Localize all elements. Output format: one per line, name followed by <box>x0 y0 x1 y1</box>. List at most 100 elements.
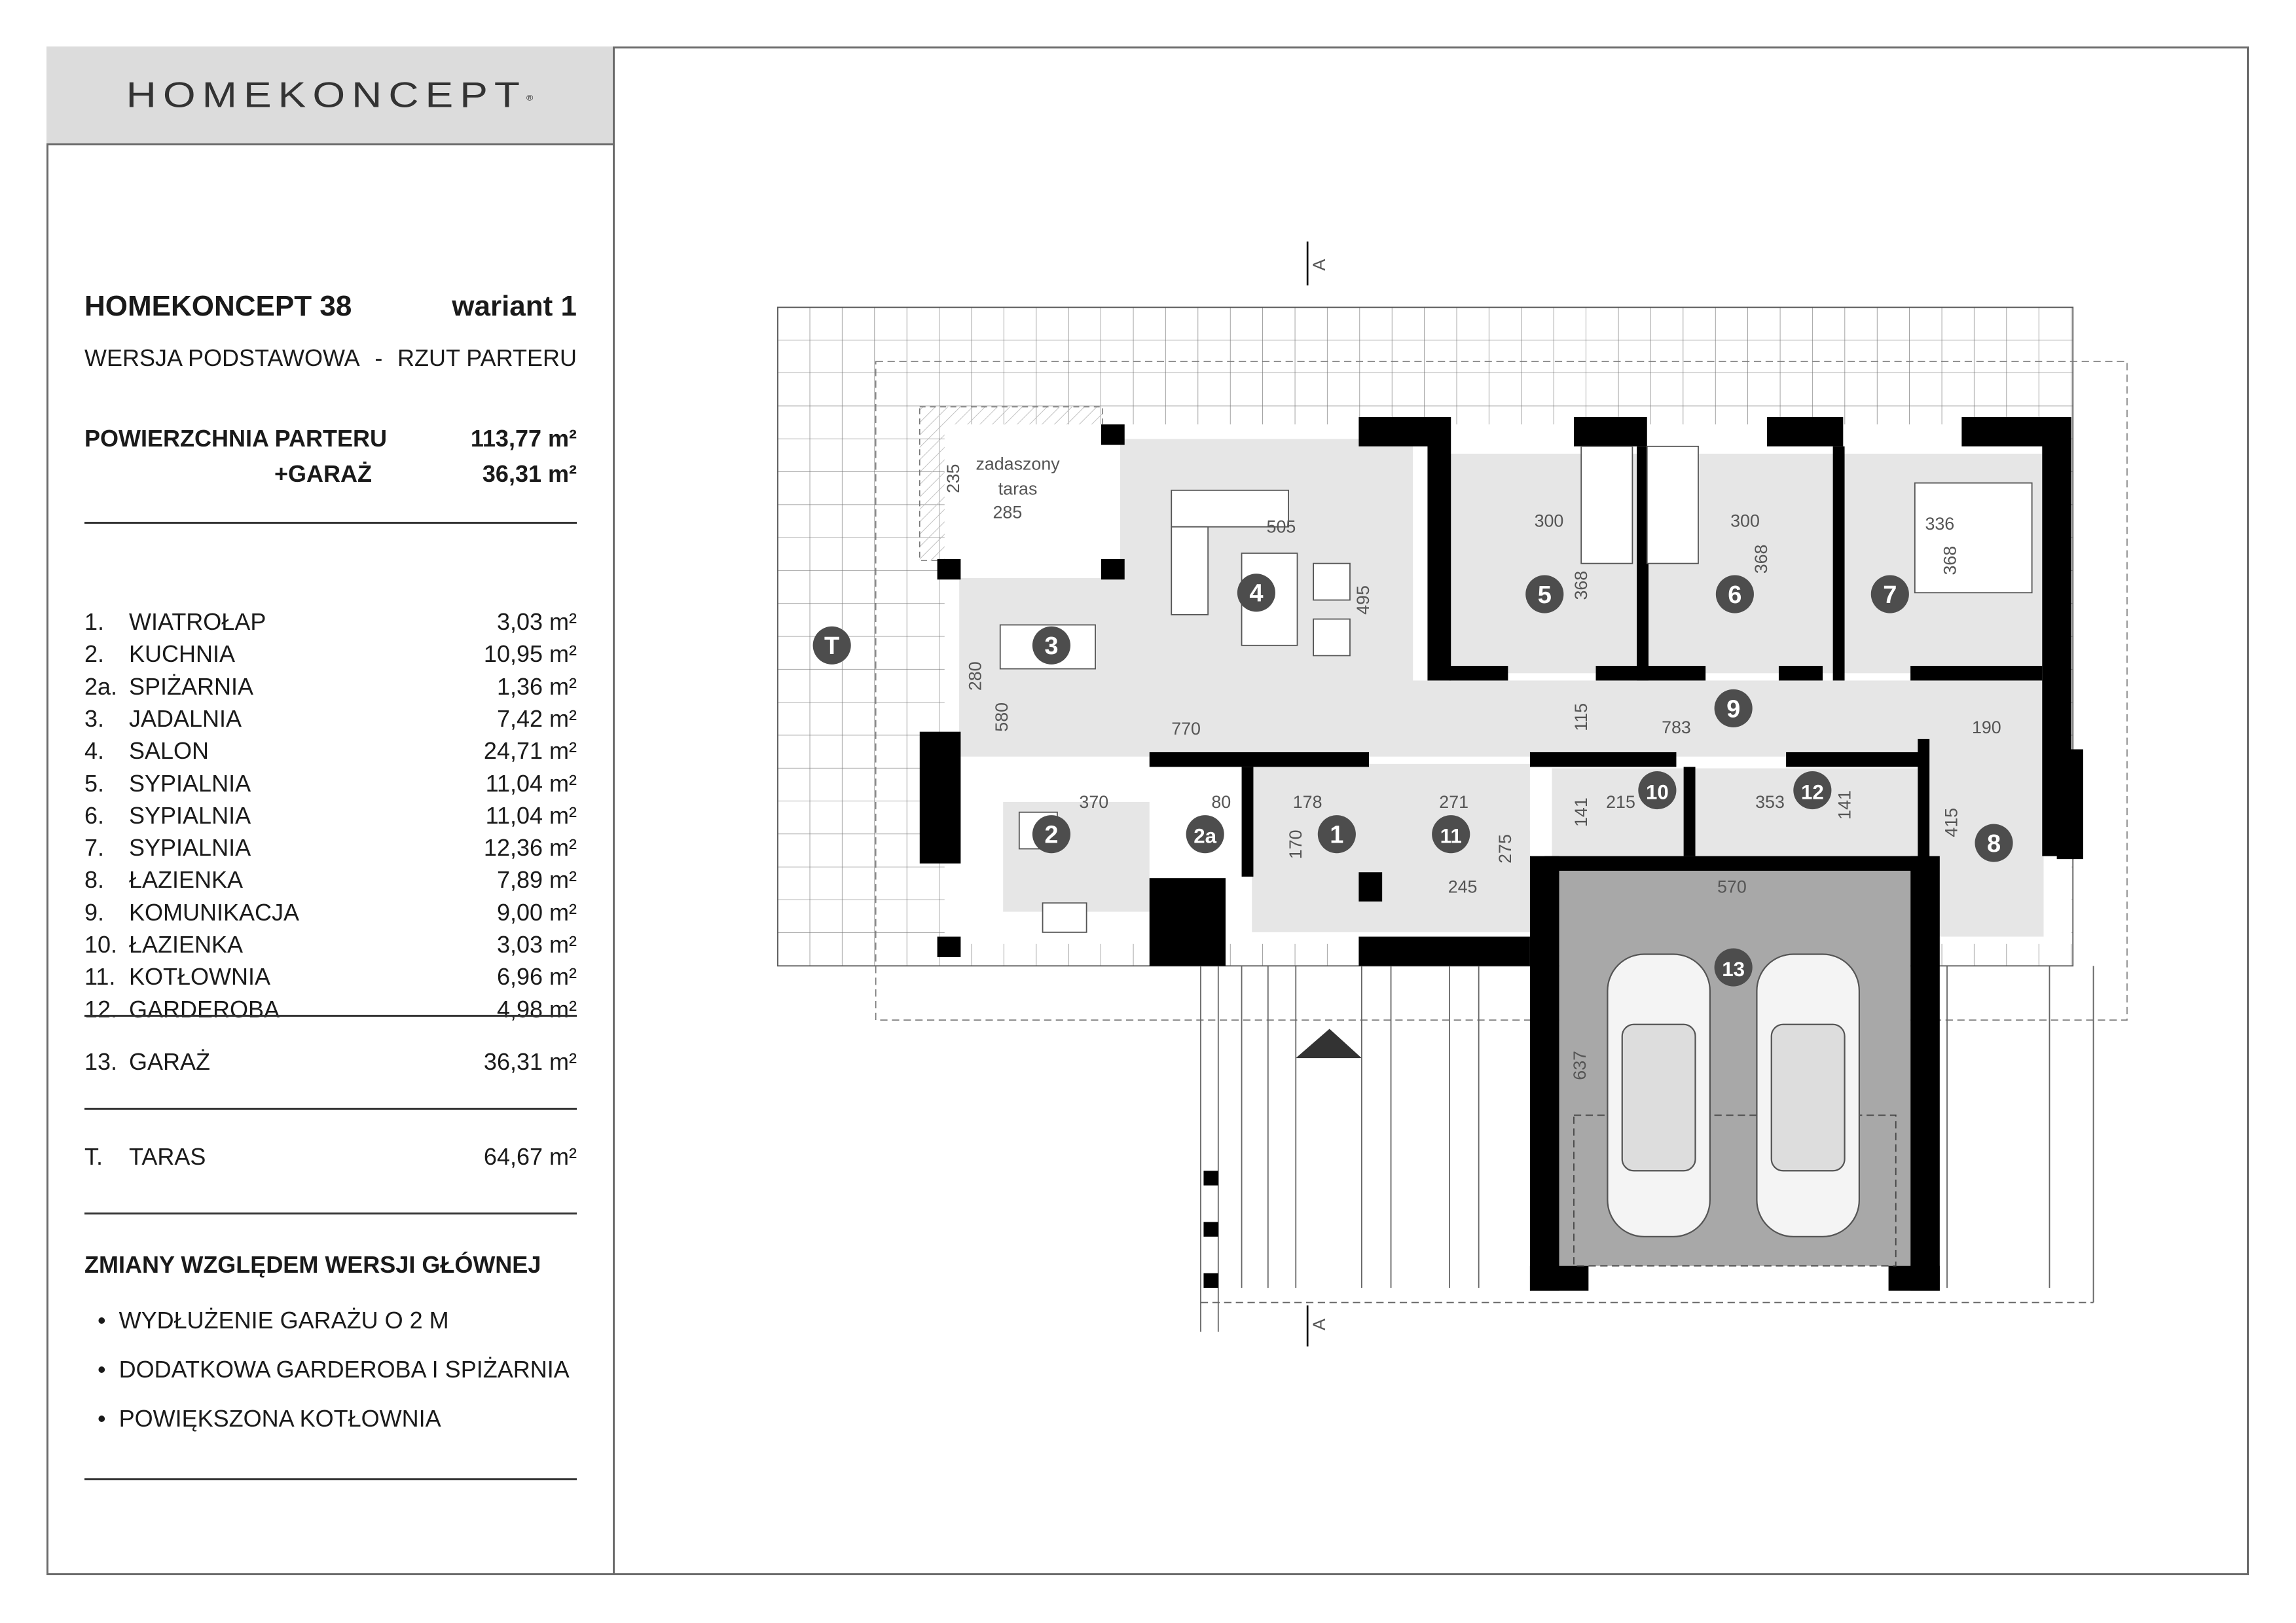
room-name: SPIŻARNIA <box>129 672 254 700</box>
room-area: 3,03 m² <box>496 608 577 635</box>
room-number: 9. <box>84 898 105 926</box>
changes-title-text: ZMIANY WZGLĘDEM WERSJI GŁÓWNEJ <box>84 1251 541 1278</box>
room-marker: 7 <box>1870 575 1909 613</box>
room-marker-circle <box>1715 575 1754 613</box>
room-area: 12,36 m² <box>483 834 577 862</box>
roof-outline <box>875 361 2128 1021</box>
room-marker-label: 13 <box>1722 958 1745 981</box>
room-marker: 4 <box>1237 574 1275 612</box>
room-marker-circle <box>1317 815 1356 854</box>
room-number: 10. <box>84 931 118 958</box>
room-marker: 9 <box>1714 689 1753 727</box>
room-marker: 2a <box>1186 815 1224 854</box>
room-marker-circle <box>1870 575 1909 613</box>
sheet-frame <box>46 46 2249 1575</box>
room-marker: 5 <box>1525 575 1564 613</box>
dimension-label: 505 <box>1267 517 1296 537</box>
dimension-label: 235 <box>943 464 963 494</box>
change-text: WYDŁUŻENIE GARAŻU O 2 M <box>118 1307 449 1334</box>
room-marker-circle <box>1638 771 1677 810</box>
room-name: TARAS <box>129 1143 206 1170</box>
room-marker: 3 <box>1032 626 1071 665</box>
room-marker: 2 <box>1032 815 1071 854</box>
project-title-row: HOMEKONCEPT 38 wariant 1 <box>84 290 577 323</box>
dimension-label: 245 <box>1448 877 1478 897</box>
room-name: GARDEROBA <box>129 995 280 1023</box>
room-area: 6,96 m² <box>496 963 577 991</box>
dimension-label: 353 <box>1755 792 1785 812</box>
divider <box>84 1213 577 1214</box>
room-name: KOTŁOWNIA <box>129 963 271 991</box>
divider <box>84 522 577 524</box>
room-area: 9,00 m² <box>496 898 577 926</box>
dimension-label: 300 <box>1730 511 1760 531</box>
entrance-arrow-icon <box>1296 1029 1362 1059</box>
room-area: 64,67 m² <box>483 1143 577 1170</box>
dimension-label: 300 <box>1535 511 1564 531</box>
change-text: DODATKOWA GARDEROBA I SPIŻARNIA <box>118 1356 570 1383</box>
change-item: • DODATKOWA GARDEROBA I SPIŻARNIA <box>98 1356 570 1383</box>
dimension-label: 115 <box>1571 703 1591 731</box>
car <box>1756 953 1860 1237</box>
room-row: 9. KOMUNIKACJA 9,00 m² <box>84 899 577 926</box>
room-name: ŁAZIENKA <box>129 866 244 894</box>
version-label: WERSJA PODSTAWOWA <box>84 344 360 371</box>
room-area: 36,31 m² <box>483 1048 577 1075</box>
room-row: 12. GARDEROBA 4,98 m² <box>84 996 577 1023</box>
room-number: 6. <box>84 801 105 829</box>
section-mark-bottom: A <box>1306 1305 1329 1347</box>
dimension-label: 141 <box>1571 797 1591 827</box>
room-area: 11,04 m² <box>485 801 577 829</box>
room-number: 7. <box>84 834 105 862</box>
dimension-label: 170 <box>1286 830 1305 859</box>
room-number: T. <box>84 1143 103 1170</box>
room-name: KOMUNIKACJA <box>129 898 300 926</box>
room-marker-circle <box>1975 824 2013 862</box>
room-area: 24,71 m² <box>483 737 577 765</box>
dimension-label: 280 <box>966 661 985 691</box>
divider <box>84 1108 577 1110</box>
room-name: ŁAZIENKA <box>129 931 244 958</box>
covered-terrace-label: taras <box>998 479 1038 499</box>
room-area: 10,95 m² <box>483 640 577 668</box>
room-marker-circle <box>1237 574 1275 612</box>
room-marker-circle <box>1714 689 1753 727</box>
room-marker-circle <box>1525 575 1564 613</box>
room-marker: 1 <box>1317 815 1356 854</box>
room-marker-label: 11 <box>1440 825 1462 848</box>
change-item: • WYDŁUŻENIE GARAŻU O 2 M <box>98 1307 449 1334</box>
dimension-label: 783 <box>1662 718 1691 737</box>
project-variant: wariant 1 <box>452 290 577 322</box>
dimension-label: 770 <box>1171 719 1201 739</box>
room-marker-circle <box>1714 948 1753 987</box>
room-number: 12. <box>84 995 118 1023</box>
section-mark-top: A <box>1306 241 1329 285</box>
changes-title: ZMIANY WZGLĘDEM WERSJI GŁÓWNEJ <box>84 1251 577 1279</box>
room-name: KUCHNIA <box>129 640 236 668</box>
room-marker-circle <box>1032 815 1071 854</box>
divider <box>84 1478 577 1480</box>
room-number: 5. <box>84 769 105 797</box>
garage-area-value: 36,31 m² <box>482 460 577 487</box>
dimension-label: 285 <box>993 502 1023 522</box>
room-number: 11. <box>84 963 116 991</box>
project-title: HOMEKONCEPT 38 <box>84 290 352 322</box>
utility-floor <box>1252 763 1530 932</box>
room-area: 4,98 m² <box>496 995 577 1023</box>
room-marker-circle <box>1186 815 1224 854</box>
terrace-row: T. TARAS 64,67 m² <box>84 1143 577 1171</box>
walls <box>919 417 2083 1291</box>
dimension-label: 370 <box>1079 792 1108 812</box>
brand-logo: HOMEKONCEPT® <box>126 75 534 116</box>
dimension-label: 275 <box>1495 834 1515 864</box>
room-area: 7,42 m² <box>496 704 577 732</box>
